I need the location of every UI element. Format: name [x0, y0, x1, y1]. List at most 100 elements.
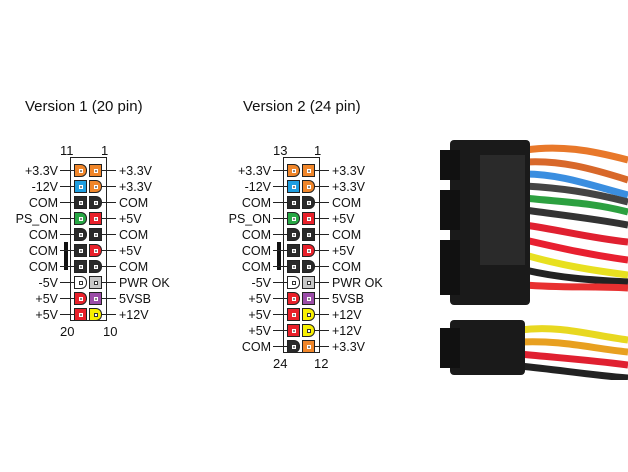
pin-green: [287, 212, 300, 225]
pin-label-right: COM: [119, 196, 149, 210]
pin-number-10: 10: [103, 324, 118, 339]
leader-line: [273, 202, 287, 203]
leader-line: [60, 218, 74, 219]
pin-white: [287, 276, 300, 289]
pin-label-right: +5V: [119, 212, 142, 226]
pin-black: [287, 260, 300, 273]
pin-label-right: +12V: [332, 308, 362, 322]
pin-label-right: 5VSB: [119, 292, 151, 306]
pin-black: [287, 228, 300, 241]
pin-label-right: 5VSB: [332, 292, 364, 306]
leader-line: [315, 266, 329, 267]
pin-orange: [287, 164, 300, 177]
leader-line: [60, 314, 74, 315]
pin-label-left: -5V: [38, 276, 58, 290]
leader-line: [273, 330, 287, 331]
wires-4pin: [519, 325, 628, 380]
pin-yellow: [302, 308, 315, 321]
leader-line: [273, 298, 287, 299]
leader-line: [273, 186, 287, 187]
pin-red: [287, 292, 300, 305]
pin-number-1: 1: [101, 143, 109, 158]
leader-line: [273, 250, 287, 251]
pin-label-right: +5V: [332, 212, 355, 226]
pin-label-left: COM: [28, 244, 58, 258]
leader-line: [273, 218, 287, 219]
leader-line: [60, 266, 74, 267]
pin-red: [287, 308, 300, 321]
pin-number-13: 13: [273, 143, 288, 158]
leader-line: [273, 266, 287, 267]
leader-line: [315, 282, 329, 283]
pin-label-left: PS_ON: [15, 212, 58, 226]
pin-black: [74, 228, 87, 241]
latch: [64, 242, 68, 270]
connector-photo: [440, 140, 628, 380]
pin-number-20: 20: [60, 324, 75, 339]
pin-black: [287, 196, 300, 209]
pin-red: [302, 244, 315, 257]
leader-line: [315, 234, 329, 235]
leader-line: [273, 234, 287, 235]
pin-label-left: +5V: [248, 292, 271, 306]
leader-line: [315, 330, 329, 331]
pin-label-right: COM: [119, 228, 149, 242]
pin-label-right: +3.3V: [332, 340, 366, 354]
leader-line: [102, 314, 116, 315]
pin-label-right: COM: [332, 228, 362, 242]
leader-line: [315, 202, 329, 203]
leader-line: [273, 282, 287, 283]
connector-4pin-housing: [440, 320, 525, 375]
wires-24pin: [524, 144, 628, 292]
leader-line: [60, 186, 74, 187]
leader-line: [273, 170, 287, 171]
leader-line: [60, 170, 74, 171]
pin-red: [74, 292, 87, 305]
pin-orange: [74, 164, 87, 177]
pin-label-right: +3.3V: [119, 164, 153, 178]
pin-label-right: +3.3V: [119, 180, 153, 194]
pin-black: [287, 340, 300, 353]
leader-line: [60, 202, 74, 203]
leader-line: [315, 314, 329, 315]
pin-label-right: PWR OK: [332, 276, 383, 290]
leader-line: [315, 170, 329, 171]
pin-orange: [302, 164, 315, 177]
pin-label-left: COM: [241, 228, 271, 242]
pin-label-right: +3.3V: [332, 164, 366, 178]
pin-blue: [287, 180, 300, 193]
pin-red: [302, 212, 315, 225]
leader-line: [102, 202, 116, 203]
pin-label-right: COM: [119, 260, 149, 274]
pin-red: [89, 244, 102, 257]
pin-label-right: +12V: [119, 308, 149, 322]
leader-line: [102, 298, 116, 299]
leader-line: [315, 186, 329, 187]
pin-label-left: COM: [241, 244, 271, 258]
leader-line: [102, 234, 116, 235]
pin-number-1: 1: [314, 143, 322, 158]
leader-line: [102, 250, 116, 251]
pin-label-left: COM: [241, 260, 271, 274]
pin-label-right: +5V: [332, 244, 355, 258]
pin-green: [74, 212, 87, 225]
pin-gray: [89, 276, 102, 289]
pin-red: [74, 308, 87, 321]
pin-black: [89, 196, 102, 209]
pin-label-left: +5V: [35, 308, 58, 322]
leader-line: [102, 266, 116, 267]
leader-line: [315, 346, 329, 347]
leader-line: [60, 250, 74, 251]
pin-label-left: PS_ON: [228, 212, 271, 226]
pin-black: [287, 244, 300, 257]
pin-orange: [89, 164, 102, 177]
pin-black: [302, 260, 315, 273]
pin-label-left: -5V: [251, 276, 271, 290]
pin-label-left: +5V: [248, 308, 271, 322]
pin-label-left: COM: [28, 196, 58, 210]
connector-24pin-housing: [440, 140, 530, 305]
version-1-title: Version 1 (20 pin): [25, 98, 143, 115]
pin-yellow: [89, 308, 102, 321]
pin-black: [74, 244, 87, 257]
pin-gray: [302, 276, 315, 289]
